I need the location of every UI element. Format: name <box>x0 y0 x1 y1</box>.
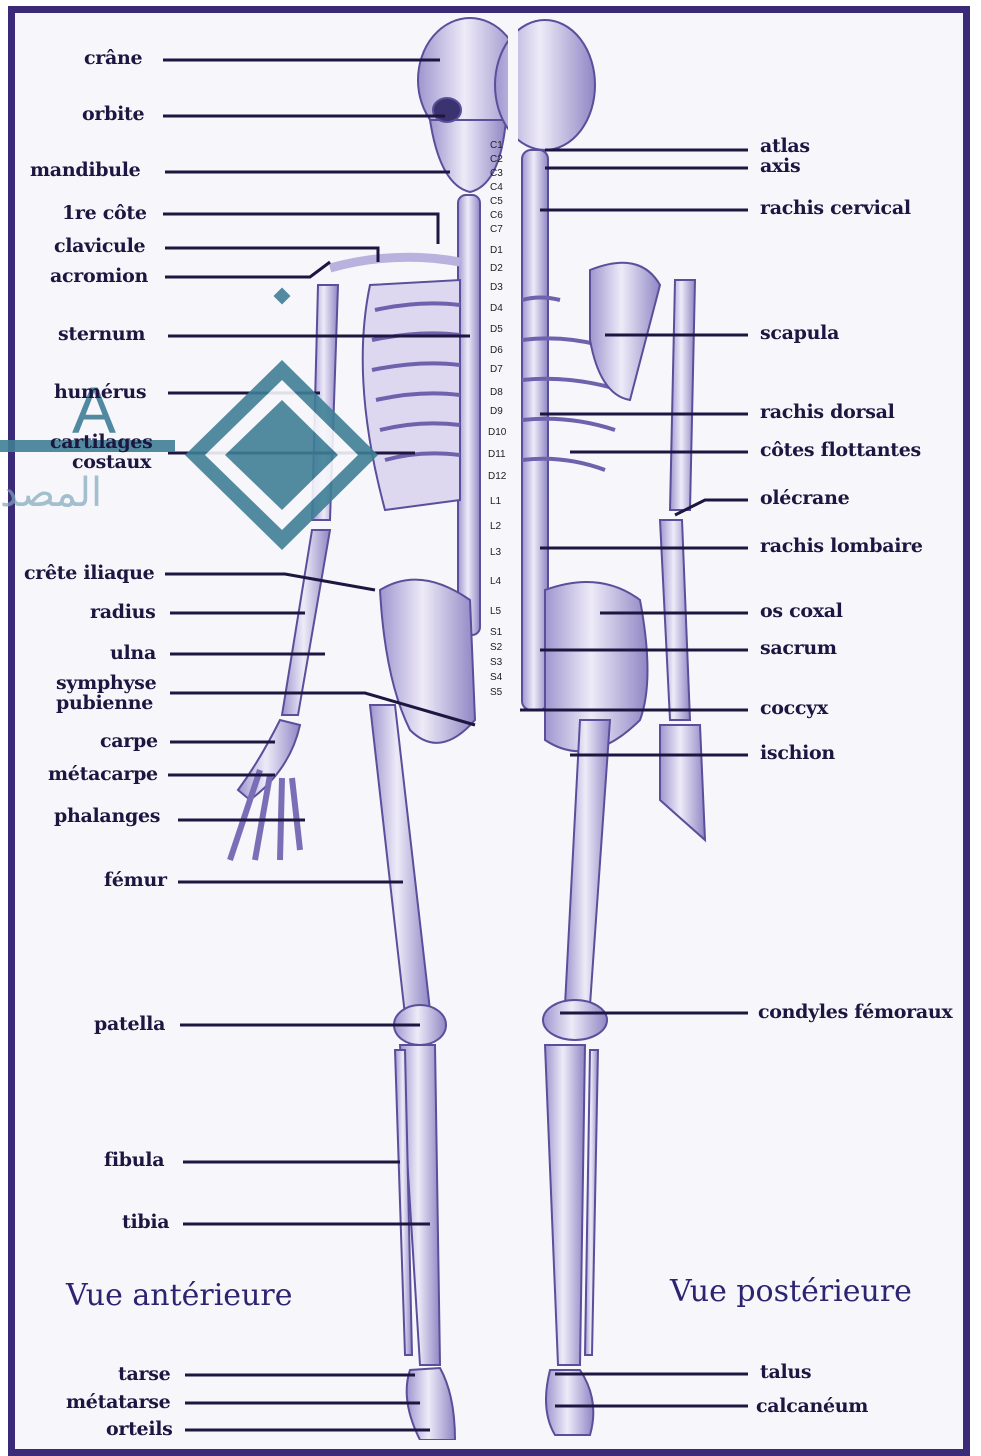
vert-d4: D4 <box>490 304 503 314</box>
vert-d7: D7 <box>490 365 503 375</box>
vert-c4: C4 <box>490 183 503 193</box>
title-vue-posterieure: Vue postérieure <box>670 1274 912 1309</box>
label-symphyse: symphyse <box>56 673 156 693</box>
vert-d12: D12 <box>488 472 506 482</box>
label-sacrum: sacrum <box>760 638 837 658</box>
label-rachis-dorsal: rachis dorsal <box>760 402 895 422</box>
vert-c5: C5 <box>490 197 503 207</box>
label-rachis-lombaire: rachis lombaire <box>760 536 923 556</box>
posterior-skeleton <box>495 20 705 1435</box>
vert-d1: D1 <box>490 246 503 256</box>
label-tibia: tibia <box>122 1212 169 1232</box>
label-radius: radius <box>90 602 156 622</box>
label-1re-cote: 1re côte <box>62 203 147 223</box>
label-crane: crâne <box>84 48 142 68</box>
vert-d6: D6 <box>490 346 503 356</box>
label-ischion: ischion <box>760 743 835 763</box>
vert-c3: C3 <box>490 169 503 179</box>
label-talus: talus <box>760 1362 811 1382</box>
vert-c6: C6 <box>490 211 503 221</box>
watermark-arabic: المصد <box>0 470 102 516</box>
vert-s5: S5 <box>490 688 502 698</box>
label-mandibule: mandibule <box>30 160 140 180</box>
label-calcaneum: calcanéum <box>756 1396 868 1416</box>
anterior-skeleton <box>230 18 522 1440</box>
vert-c7: C7 <box>490 225 503 235</box>
label-scapula: scapula <box>760 323 839 343</box>
label-humerus: humérus <box>54 382 146 402</box>
label-cotes-flottantes: côtes flottantes <box>760 440 921 460</box>
label-phalanges: phalanges <box>54 806 160 826</box>
vert-c1: C1 <box>490 141 503 151</box>
label-rachis-cervical: rachis cervical <box>760 198 911 218</box>
label-atlas: atlas <box>760 136 810 156</box>
vert-d11: D11 <box>488 450 506 460</box>
vert-d9: D9 <box>490 407 503 417</box>
label-sternum: sternum <box>58 324 145 344</box>
label-patella: patella <box>94 1014 165 1034</box>
label-fibula: fibula <box>104 1150 164 1170</box>
label-orteils: orteils <box>106 1419 173 1439</box>
label-clavicule: clavicule <box>54 236 145 256</box>
vert-d2: D2 <box>490 264 503 274</box>
label-pubienne: pubienne <box>56 693 153 713</box>
vert-c2: C2 <box>490 155 503 165</box>
vert-l5: L5 <box>490 607 501 617</box>
label-condyles-femoraux: condyles fémoraux <box>758 1002 952 1022</box>
vert-s1: S1 <box>490 628 502 638</box>
label-axis: axis <box>760 156 800 176</box>
vert-d5: D5 <box>490 325 503 335</box>
vert-s2: S2 <box>490 643 502 653</box>
vert-s4: S4 <box>490 673 502 683</box>
label-costaux: costaux <box>72 452 151 472</box>
label-femur: fémur <box>104 870 167 890</box>
vert-s3: S3 <box>490 658 502 668</box>
label-metatarse: métatarse <box>66 1392 170 1412</box>
title-vue-anterieure: Vue antérieure <box>66 1278 292 1313</box>
label-coccyx: coccyx <box>760 698 828 718</box>
label-olecrane: olécrane <box>760 488 849 508</box>
label-cartilages: cartilages <box>50 432 152 452</box>
label-ulna: ulna <box>110 643 156 663</box>
label-os-coxal: os coxal <box>760 601 843 621</box>
vert-d8: D8 <box>490 388 503 398</box>
vert-d3: D3 <box>490 283 503 293</box>
label-orbite: orbite <box>82 104 144 124</box>
label-acromion: acromion <box>50 266 148 286</box>
label-metacarpe: métacarpe <box>48 764 158 784</box>
vert-l4: L4 <box>490 577 501 587</box>
vert-d10: D10 <box>488 428 506 438</box>
vert-l2: L2 <box>490 522 501 532</box>
vert-l3: L3 <box>490 548 501 558</box>
label-carpe: carpe <box>100 731 158 751</box>
label-crete-iliaque: crête iliaque <box>24 563 154 583</box>
vert-l1: L1 <box>490 497 501 507</box>
label-tarse: tarse <box>118 1364 170 1384</box>
